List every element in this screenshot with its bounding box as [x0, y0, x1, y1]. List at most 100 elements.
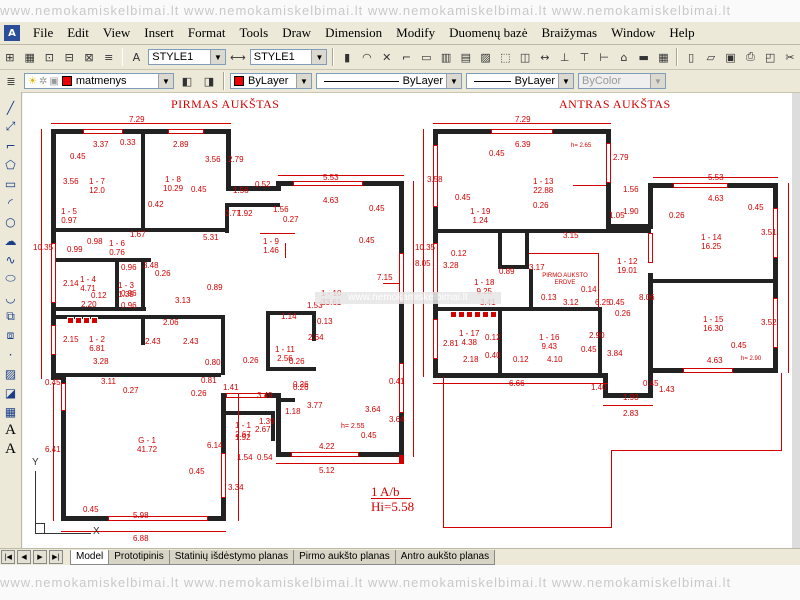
- dimension-icon[interactable]: ↔: [540, 50, 550, 64]
- osnap-icon[interactable]: ⊠: [84, 50, 94, 64]
- new-file-icon[interactable]: ▯: [688, 50, 695, 64]
- arc-icon[interactable]: ◜: [8, 195, 13, 210]
- section-icon[interactable]: ⊢: [599, 50, 609, 64]
- hatch-icon[interactable]: ▨: [480, 50, 491, 64]
- print-icon[interactable]: ⎙: [745, 50, 755, 63]
- menu-draw[interactable]: Draw: [282, 25, 312, 40]
- grid-icon[interactable]: ▦: [24, 50, 35, 64]
- polyline-icon[interactable]: ⌐: [5, 138, 16, 153]
- layer-manager-icon[interactable]: ≣: [6, 74, 16, 88]
- circle-icon[interactable]: ○: [5, 214, 16, 229]
- drawing-canvas[interactable]: PIRMAS AUKŠTAS: [23, 93, 792, 548]
- tab-antro-aukšto-planas[interactable]: Antro aukšto planas: [394, 549, 496, 565]
- revision-cloud-icon[interactable]: ☁: [4, 233, 17, 248]
- elevation-icon[interactable]: ⊥: [559, 50, 570, 64]
- column-icon[interactable]: ▥: [440, 50, 452, 64]
- dim-text: 10.35: [33, 243, 54, 252]
- first-tab-icon[interactable]: |◀: [1, 550, 15, 564]
- next-tab-icon[interactable]: ▶: [33, 550, 47, 564]
- vertical-scrollbar[interactable]: [792, 93, 800, 548]
- table-icon[interactable]: ▦: [4, 404, 17, 419]
- window-opening: [51, 325, 56, 355]
- insert-block-icon[interactable]: ⧉: [6, 309, 15, 323]
- ortho-icon[interactable]: ⊡: [44, 50, 55, 64]
- dim-style-select[interactable]: STYLE1 ▼: [249, 49, 328, 65]
- wall-icon[interactable]: ▮: [344, 50, 351, 64]
- autocad-app-icon[interactable]: A: [4, 25, 20, 41]
- text-style-select[interactable]: STYLE1 ▼: [148, 49, 226, 65]
- level-icon[interactable]: ⊤: [579, 50, 590, 64]
- roof-icon[interactable]: ⌂: [620, 50, 628, 64]
- lineweight-select[interactable]: ByLayer ▼: [466, 73, 574, 89]
- window-icon[interactable]: ▭: [421, 50, 432, 64]
- tab-prototipinis[interactable]: Prototipinis: [108, 549, 170, 565]
- menu-tools[interactable]: Tools: [239, 25, 269, 40]
- menu-database[interactable]: Duomenų bazė: [449, 25, 528, 40]
- rectangle-icon[interactable]: ▭: [4, 176, 17, 191]
- line-icon[interactable]: ╱: [6, 100, 15, 115]
- tab-pirmo-aukšto-planas[interactable]: Pirmo aukšto planas: [293, 549, 396, 565]
- dimension-line: [383, 283, 399, 284]
- door-icon[interactable]: ⌐: [401, 50, 412, 64]
- menu-format[interactable]: Format: [187, 25, 226, 40]
- layer-select[interactable]: ☀ ✲ ▣ matmenys ▼: [24, 73, 174, 89]
- table-icon[interactable]: ▦: [658, 50, 669, 64]
- ellipse-icon[interactable]: ⬭: [5, 271, 16, 285]
- multiline-text-icon[interactable]: A: [5, 422, 16, 438]
- menu-dimension[interactable]: Dimension: [325, 25, 383, 40]
- plan2-title: ANTRAS AUKŠTAS: [559, 97, 671, 111]
- menu-insert[interactable]: Insert: [144, 25, 174, 40]
- tab-statiniu-isdestymo-planas[interactable]: Statinių išdėstymo planas: [168, 549, 295, 565]
- window-opening: [433, 319, 438, 359]
- menu-window[interactable]: Window: [611, 25, 656, 40]
- open-file-icon[interactable]: ▱: [706, 50, 716, 64]
- delete-icon[interactable]: ✕: [382, 50, 392, 64]
- dim-text: 1.92: [237, 209, 253, 218]
- menu-modify[interactable]: Modify: [396, 25, 436, 40]
- dim-text: 0.45: [361, 431, 377, 440]
- cut-icon[interactable]: ✂: [785, 50, 795, 64]
- snap-off-icon[interactable]: ⊞: [5, 50, 15, 64]
- tab-model[interactable]: Model: [70, 549, 110, 565]
- area-icon[interactable]: ◫: [519, 50, 531, 64]
- layer-previous-icon[interactable]: ◧: [181, 74, 193, 88]
- text-style-icon[interactable]: A: [132, 50, 141, 64]
- hatch-icon[interactable]: ▨: [4, 366, 17, 381]
- color-select[interactable]: ByLayer ▼: [230, 73, 312, 89]
- dim-style-icon[interactable]: ⟷: [229, 50, 246, 64]
- dim-text: 5.53: [323, 173, 339, 182]
- menu-help[interactable]: Help: [669, 25, 695, 40]
- polygon-icon[interactable]: ⬠: [5, 157, 16, 172]
- spline-icon[interactable]: ∿: [5, 252, 16, 267]
- make-current-icon[interactable]: ◨: [203, 74, 215, 88]
- menu-drawing[interactable]: Braižymas: [541, 25, 598, 40]
- preview-icon[interactable]: ◰: [764, 50, 776, 64]
- dim-text: 0.41: [389, 377, 405, 386]
- prev-tab-icon[interactable]: ◀: [17, 550, 31, 564]
- menu-file[interactable]: File: [33, 25, 54, 40]
- text-style-value: STYLE1: [152, 51, 194, 63]
- menu-view[interactable]: View: [102, 25, 131, 40]
- wall: [603, 393, 653, 398]
- save-icon[interactable]: ▣: [725, 50, 736, 64]
- arc-wall-icon[interactable]: ◠: [362, 50, 372, 64]
- make-block-icon[interactable]: ⧈: [6, 328, 15, 342]
- level-mark-line: [371, 498, 411, 499]
- wall: [151, 228, 226, 232]
- menu-edit[interactable]: Edit: [67, 25, 89, 40]
- stairs-icon[interactable]: ▤: [460, 50, 471, 64]
- text-icon[interactable]: A: [5, 441, 16, 457]
- ellipse-arc-icon[interactable]: ◡: [5, 290, 16, 305]
- construction-line-icon[interactable]: ⤢: [5, 119, 16, 133]
- dim-text: 0.26: [191, 389, 207, 398]
- last-tab-icon[interactable]: ▶|: [49, 550, 63, 564]
- lineweight-icon[interactable]: ≡: [104, 50, 114, 64]
- polar-icon[interactable]: ⊟: [64, 50, 74, 64]
- region-icon[interactable]: ◪: [4, 385, 17, 400]
- linetype-select[interactable]: ByLayer ▼: [316, 73, 462, 89]
- room-icon[interactable]: ⬚: [500, 50, 511, 64]
- dim-text: 1.67: [130, 230, 146, 239]
- label-icon[interactable]: ▬: [638, 50, 649, 64]
- point-icon[interactable]: ·: [8, 347, 13, 362]
